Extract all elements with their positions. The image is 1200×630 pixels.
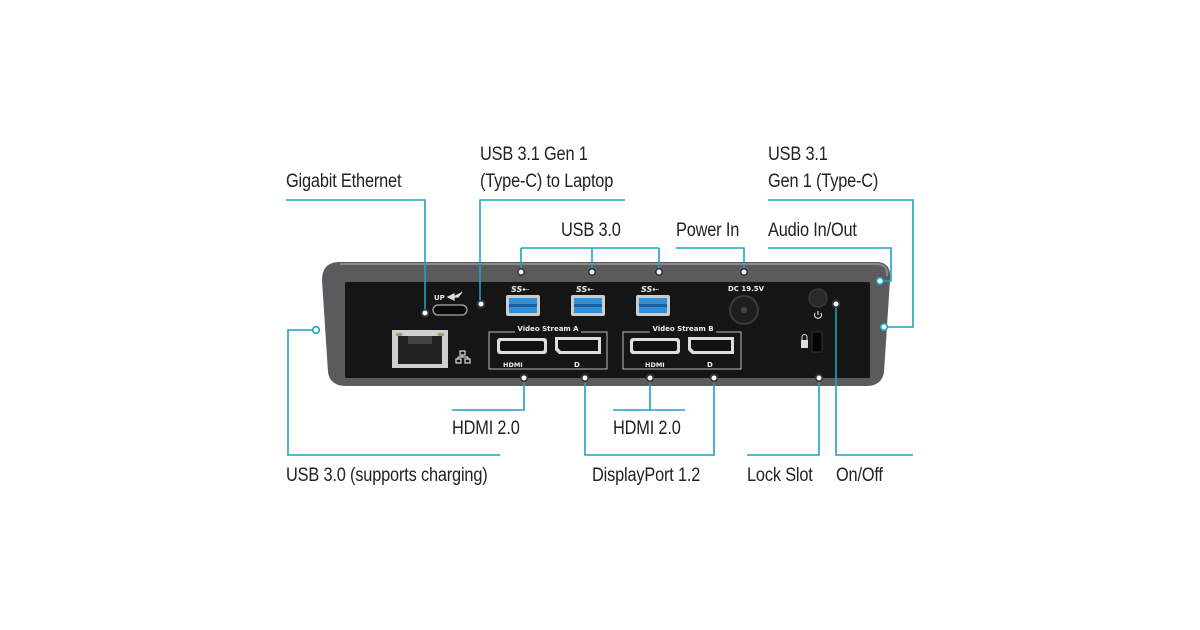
svg-text:DC 19.5V: DC 19.5V <box>728 285 765 293</box>
svg-text:SS⇠: SS⇠ <box>511 285 529 294</box>
up-label: UP <box>434 294 445 302</box>
svg-text:HDMI: HDMI <box>645 361 665 369</box>
svg-text:SS⇠: SS⇠ <box>576 285 594 294</box>
dot-usb-c <box>879 322 889 332</box>
label-usb31-laptop-2: (Type-C) to Laptop <box>480 171 614 192</box>
usb-c-port: UP <box>432 291 468 316</box>
label-on-off: On/Off <box>836 465 883 486</box>
dc-jack: DC 19.5V <box>728 285 765 325</box>
usb-c-arrow-icon <box>446 291 463 301</box>
svg-text:Video Stream A: Video Stream A <box>517 325 579 333</box>
svg-text:Video Stream B: Video Stream B <box>652 325 713 333</box>
label-displayport: DisplayPort 1.2 <box>592 465 701 486</box>
lock-slot <box>801 331 823 353</box>
label-hdmi-b: HDMI 2.0 <box>613 418 681 439</box>
svg-text:SS⇠: SS⇠ <box>641 285 659 294</box>
label-usb30-charging: USB 3.0 (supports charging) <box>286 465 488 486</box>
svg-text:D: D <box>707 361 713 369</box>
callout-lines <box>286 199 914 456</box>
dot-audio <box>875 276 885 286</box>
power-icon <box>813 311 823 319</box>
svg-text:D: D <box>574 361 580 369</box>
label-hdmi-a: HDMI 2.0 <box>452 418 520 439</box>
power-button <box>808 288 828 319</box>
label-usb31-laptop-1: USB 3.1 Gen 1 <box>480 144 588 165</box>
video-stream-a: Video Stream A HDMI D <box>488 325 608 370</box>
usb-a-port-1: SS⇠ <box>506 285 540 316</box>
ethernet-port <box>392 330 448 368</box>
label-usb31-1: USB 3.1 <box>768 144 828 165</box>
usb-a-port-2: SS⇠ <box>571 285 605 316</box>
usb-a-port-3: SS⇠ <box>636 285 670 316</box>
label-lock-slot: Lock Slot <box>747 465 813 486</box>
svg-text:HDMI: HDMI <box>503 361 523 369</box>
label-gigabit-ethernet: Gigabit Ethernet <box>286 171 402 192</box>
dot-usb-charging <box>311 325 321 335</box>
label-usb31-2: Gen 1 (Type-C) <box>768 171 879 192</box>
usb-a-ports: SS⇠ SS⇠ SS⇠ <box>506 285 670 316</box>
lock-icon <box>801 340 808 348</box>
label-usb30: USB 3.0 <box>561 220 621 241</box>
label-power-in: Power In <box>676 220 740 241</box>
video-stream-b: Video Stream B HDMI D <box>622 325 742 370</box>
label-audio: Audio In/Out <box>768 220 857 241</box>
network-icon <box>455 350 471 364</box>
